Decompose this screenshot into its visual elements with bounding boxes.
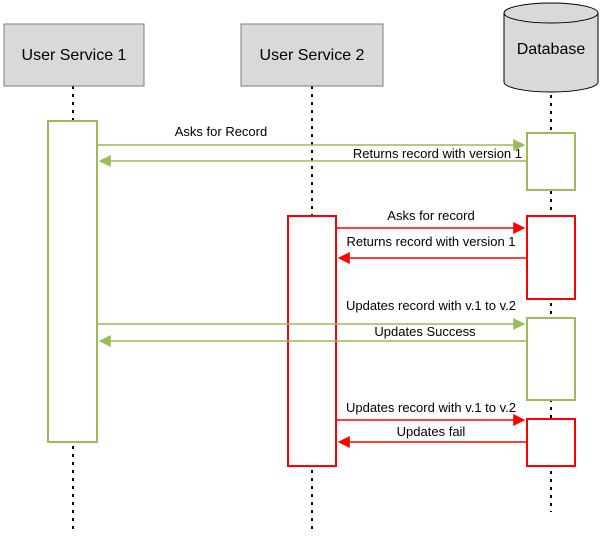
- message-label-updates-success: Updates Success: [374, 324, 476, 339]
- message-label-returns-record-2: Returns record with version 1: [346, 234, 515, 249]
- participant-user-service-1: User Service 1: [3, 23, 145, 87]
- activation-database-1: [526, 132, 576, 191]
- participant-label-service1: User Service 1: [22, 47, 127, 64]
- activation-database-3: [526, 317, 576, 401]
- activation-database-2: [526, 215, 576, 300]
- participant-user-service-2: User Service 2: [240, 23, 384, 87]
- activation-service1: [47, 120, 98, 443]
- message-label-asks-for-record-2: Asks for record: [387, 208, 474, 223]
- message-label-updates-record-1: Updates record with v.1 to v.2: [346, 298, 516, 313]
- participant-database: Database: [503, 2, 599, 93]
- message-label-updates-record-2: Updates record with v.1 to v.2: [346, 400, 516, 415]
- message-label-returns-record-1: Returns record with version 1: [353, 146, 522, 161]
- activation-database-4: [526, 418, 576, 467]
- participant-label-service2: User Service 2: [260, 47, 365, 64]
- message-label-asks-for-record: Asks for Record: [175, 124, 267, 139]
- message-label-updates-fail: Updates fail: [397, 424, 466, 439]
- participant-label-database: Database: [517, 41, 586, 58]
